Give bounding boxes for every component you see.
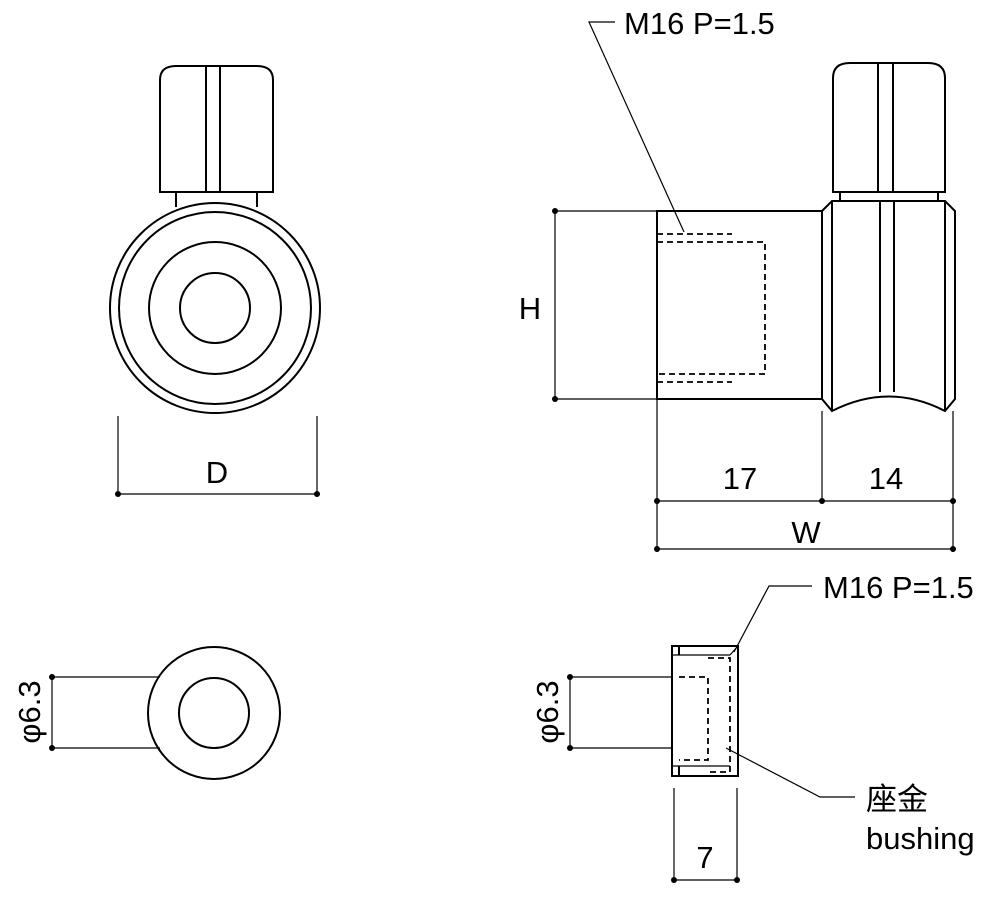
front-mid-circle	[148, 241, 282, 375]
dim-17-end-right	[819, 498, 825, 504]
dim-phi-right-end-top	[567, 674, 573, 680]
dim-D-end-right	[314, 491, 320, 497]
side-shank	[656, 210, 823, 400]
thread-bottom-label: M16 P=1.5	[823, 570, 974, 605]
side-knob	[832, 62, 946, 193]
bushing-bore-circle	[178, 677, 250, 749]
side-head-body	[821, 200, 956, 413]
side-hidden-thread	[657, 233, 766, 383]
dim-D-end-left	[115, 491, 121, 497]
dim-phi-left-end-top	[49, 674, 55, 680]
front-outer-rim	[118, 211, 312, 405]
bushing-jp-label: 座金	[866, 782, 928, 818]
side-view: M16 P=1.5 H 17 14 W	[519, 6, 956, 552]
front-outer-circle	[109, 202, 321, 414]
thread-top-leader	[588, 21, 685, 233]
dim-17-label: 17	[723, 461, 757, 496]
dim-phi-right-label: φ6.3	[530, 680, 565, 743]
front-view: D	[109, 65, 321, 497]
bushing-side-body	[671, 645, 739, 777]
dim-W-label: W	[791, 515, 821, 550]
bushing-leader	[725, 747, 855, 798]
front-bore-circle	[179, 272, 251, 344]
bushing-side-view: M16 P=1.5 φ6.3 7 座金 bushing	[530, 570, 975, 883]
bushing-en-label: bushing	[866, 821, 975, 856]
bushing-side-hidden	[679, 657, 731, 773]
dim-phi-left-end-bottom	[49, 745, 55, 751]
bushing-front-view: φ6.3	[12, 646, 281, 780]
dim-17-end-left	[654, 498, 660, 504]
thread-top-label: M16 P=1.5	[624, 6, 775, 41]
thread-bottom-leader	[733, 585, 812, 653]
bushing-outer-circle	[147, 646, 281, 780]
dim-7-end-right	[734, 877, 740, 883]
dim-D-label: D	[206, 455, 228, 490]
dim-H-end-bottom	[552, 396, 558, 402]
dim-W-end-left	[654, 546, 660, 552]
dim-7-end-left	[671, 877, 677, 883]
dim-phi-left-label: φ6.3	[12, 680, 47, 743]
dim-14-label: 14	[869, 461, 903, 496]
dim-W-end-right	[950, 546, 956, 552]
dim-7-label: 7	[696, 840, 713, 875]
dim-H-end-top	[552, 208, 558, 214]
dim-14-end-right	[950, 498, 956, 504]
dim-phi-right-end-bottom	[567, 745, 573, 751]
front-knob	[159, 65, 274, 193]
dim-H-label: H	[519, 291, 541, 326]
